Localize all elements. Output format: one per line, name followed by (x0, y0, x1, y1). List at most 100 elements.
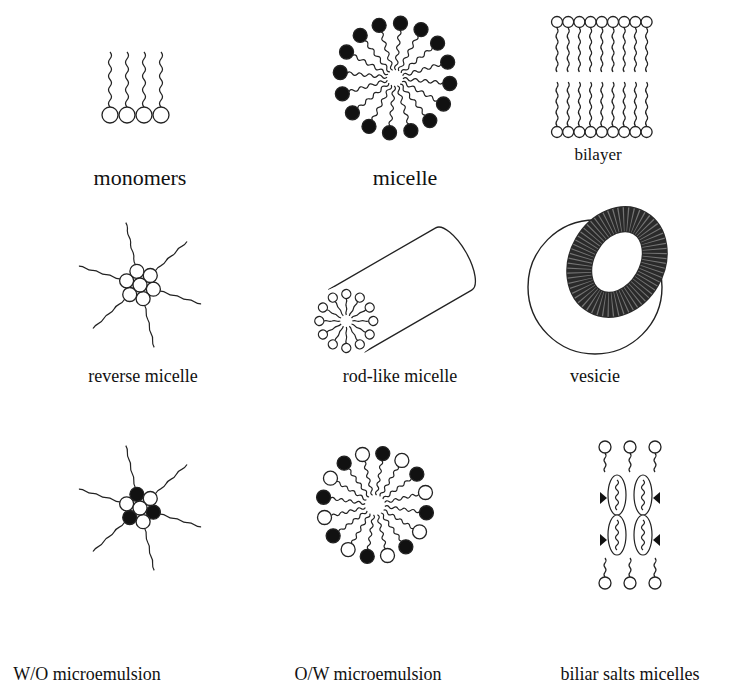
surfactant-tail (612, 28, 614, 72)
surfactant-tail (385, 494, 419, 502)
surfactant-tail (160, 291, 201, 304)
surfactant-tail (126, 52, 129, 107)
surfactant-tail (126, 446, 136, 488)
surfactant-tail (351, 309, 366, 318)
surfactant-tail (578, 28, 580, 72)
steroid-body (634, 515, 652, 555)
polar-head (340, 45, 354, 59)
surfactant-tail (383, 478, 411, 499)
surfactant-tail (143, 52, 146, 107)
surfactant-tail (126, 223, 136, 265)
surfactant-tail (384, 510, 414, 529)
surfactant-tail (616, 520, 619, 550)
polar-head (649, 441, 661, 453)
surfactant-tail (372, 85, 392, 120)
polar-head (356, 448, 370, 462)
surfactant-tail (654, 453, 656, 472)
surfactant-tail (376, 461, 383, 496)
polar-head (354, 291, 366, 303)
polar-head (354, 338, 366, 350)
polar-head (340, 342, 352, 354)
polar-head (136, 292, 150, 306)
surfactant-tail (601, 28, 603, 72)
caption-label: bilayer (574, 146, 621, 165)
polar-head (360, 549, 374, 563)
caption-label: O/W microemulsion (294, 665, 441, 685)
rod-micelle-figure (301, 221, 484, 368)
caption-label: biliar salts micelles (561, 665, 700, 685)
polar-head (574, 17, 585, 28)
surfactant-tail (604, 558, 606, 577)
polar-head (364, 301, 376, 313)
polar-head (317, 328, 329, 340)
polar-head (340, 288, 352, 300)
polar-head (362, 119, 376, 133)
polar-head (341, 543, 355, 557)
surfactant-tail (145, 306, 155, 348)
surfactant-tail (364, 461, 372, 495)
polar-head (376, 447, 390, 461)
surfactant-tail (339, 511, 367, 532)
surfactant-tail (623, 28, 625, 72)
surfactant-tail (331, 507, 365, 515)
polar-head (630, 17, 641, 28)
surfactant-tail (395, 30, 401, 70)
polar-head (399, 540, 413, 554)
polar-head (317, 490, 331, 504)
polar-head (130, 487, 144, 501)
surfactant-tail (93, 522, 125, 551)
surfactant-tail (403, 64, 441, 76)
polar-head (326, 529, 340, 543)
polar-head (443, 76, 457, 90)
polar-head (367, 315, 379, 327)
polar-head (599, 577, 611, 589)
polar-head (102, 107, 118, 123)
polar-head (596, 127, 607, 138)
surfactant-tail (385, 506, 420, 513)
surfactant-tail (347, 72, 387, 78)
surfactant-tail (377, 515, 385, 549)
polar-head (153, 107, 169, 123)
surfactant-tail (402, 81, 437, 101)
surfactant-tail (380, 467, 399, 497)
polar-head (404, 124, 418, 138)
salt-group (600, 534, 607, 546)
surfactant-tail (567, 28, 569, 72)
surfactant-tail (629, 558, 631, 577)
surfactant-tail (590, 82, 592, 126)
polar-head (619, 127, 630, 138)
salt-group (653, 492, 660, 504)
polar-head (641, 17, 652, 28)
polar-head (353, 28, 367, 42)
polar-head (418, 486, 432, 500)
surfactant-tail (616, 480, 619, 510)
polar-head (596, 17, 607, 28)
polar-head (431, 36, 445, 50)
surfactant-tail (352, 514, 371, 544)
surfactant-tail (155, 465, 187, 494)
polar-head (333, 66, 347, 80)
surfactant-tail (567, 82, 569, 126)
surfactant-tail (160, 52, 163, 107)
surfactant-tail (612, 82, 614, 126)
polar-head (410, 467, 424, 481)
salt-group (653, 534, 660, 546)
surfactant-tail (397, 86, 409, 124)
surfactant-tail (367, 515, 374, 550)
surfactant-tail (634, 28, 636, 72)
polar-head (383, 126, 397, 140)
polar-head (608, 17, 619, 28)
polar-head (313, 315, 325, 327)
surfactant-tail (642, 520, 645, 550)
surfactant-tail (348, 469, 369, 497)
polar-head (624, 577, 636, 589)
polar-head (327, 338, 339, 350)
polar-head (599, 441, 611, 453)
surfactant-tail (634, 82, 636, 126)
surfactant-tail (155, 242, 187, 271)
polar-head (608, 127, 619, 138)
polar-head (133, 501, 147, 515)
steroid-body (608, 515, 626, 555)
polar-head (552, 17, 563, 28)
